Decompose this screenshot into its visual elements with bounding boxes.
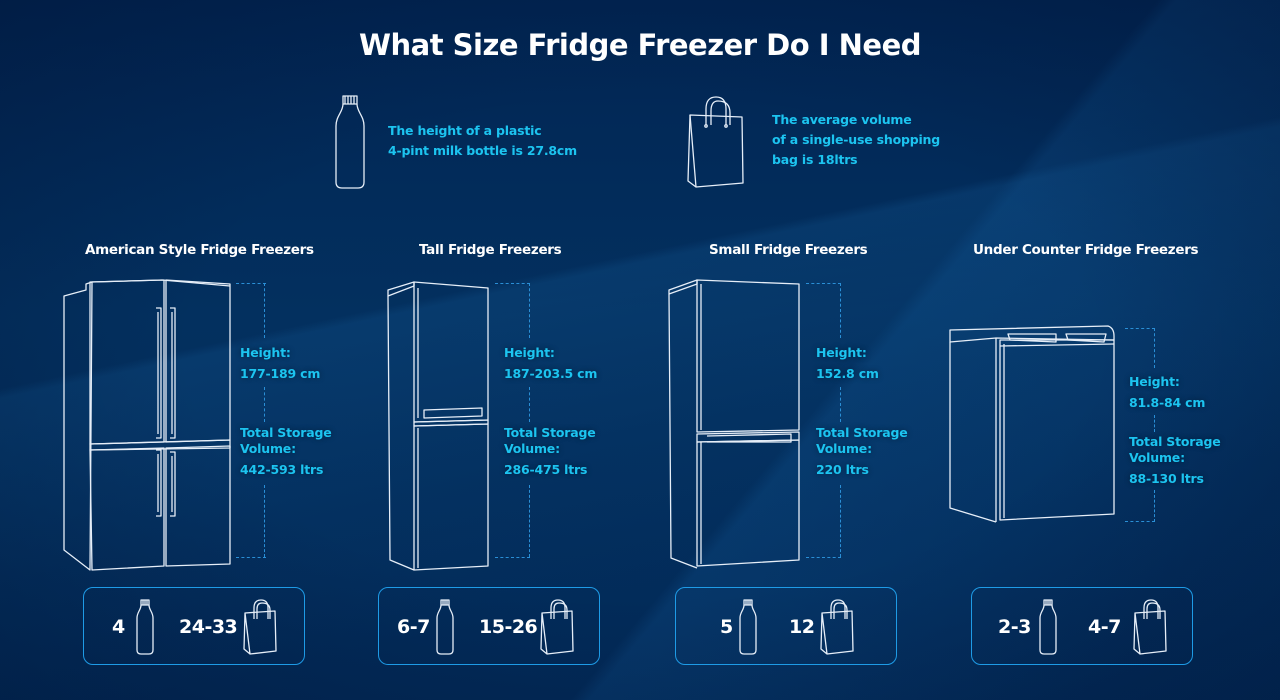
storage-value: 442-593 ltrs xyxy=(240,462,324,477)
category-title-american: American Style Fridge Freezers xyxy=(85,242,314,258)
height-dimension-line-middle xyxy=(1154,415,1155,432)
bag-reference-line-3: bag is 18ltrs xyxy=(772,152,858,167)
shopping-bag-icon xyxy=(1132,599,1168,655)
bag-count: 12 xyxy=(789,616,815,638)
page-title: What Size Fridge Freezer Do I Need xyxy=(359,28,922,62)
reference-bottle: The height of a plastic 4-pint milk bott… xyxy=(333,94,577,190)
height-dimension-line-upper xyxy=(264,283,265,338)
shopping-bag-icon xyxy=(539,599,575,655)
height-value: 81.8-84 cm xyxy=(1129,395,1206,410)
milk-bottle-icon xyxy=(436,599,454,655)
under-counter-storage: Total Storage Volume: 88-130 ltrs xyxy=(1129,434,1221,487)
storage-label-2: Volume: xyxy=(1129,450,1185,465)
height-dimension-line-middle xyxy=(840,387,841,422)
storage-label-2: Volume: xyxy=(504,441,560,456)
height-dimension-line-upper xyxy=(1154,328,1155,368)
height-value: 177-189 cm xyxy=(240,366,321,381)
height-dimension-bottom xyxy=(806,557,841,558)
storage-value: 286-475 ltrs xyxy=(504,462,588,477)
storage-value: 88-130 ltrs xyxy=(1129,471,1204,486)
bag-reference-line-1: The average volume xyxy=(772,112,912,127)
height-value: 187-203.5 cm xyxy=(504,366,598,381)
milk-bottle-icon xyxy=(136,599,154,655)
height-dimension-top xyxy=(495,283,530,284)
height-dimension-line-lower xyxy=(529,485,530,557)
category-title-under-counter: Under Counter Fridge Freezers xyxy=(973,242,1199,258)
reference-bag: The average volume of a single-use shopp… xyxy=(686,95,940,189)
storage-label-1: Total Storage xyxy=(816,425,908,440)
milk-bottle-icon xyxy=(1039,599,1057,655)
bottle-reference-line-2: 4-pint milk bottle is 27.8cm xyxy=(388,143,577,158)
tall-storage: Total Storage Volume: 286-475 ltrs xyxy=(504,425,596,478)
bottle-count: 6-7 xyxy=(397,616,430,638)
height-dimension-bottom xyxy=(1125,521,1155,522)
storage-label-2: Volume: xyxy=(816,441,872,456)
bottle-count: 5 xyxy=(720,616,733,638)
category-title-tall: Tall Fridge Freezers xyxy=(419,242,562,258)
height-dimension-bottom xyxy=(495,557,530,558)
height-label: Height: xyxy=(240,345,291,360)
small-fridge-freezer-illustration xyxy=(667,276,803,571)
height-label: Height: xyxy=(1129,374,1180,389)
height-dimension-line-lower xyxy=(1154,490,1155,522)
height-value: 152.8 cm xyxy=(816,366,879,381)
height-label: Height: xyxy=(504,345,555,360)
height-dimension-line-upper xyxy=(840,283,841,338)
storage-label-1: Total Storage xyxy=(240,425,332,440)
shopping-bag-icon xyxy=(686,95,750,189)
bag-count: 24-33 xyxy=(179,616,238,638)
milk-bottle-icon xyxy=(333,94,367,190)
under-counter-equivalents-box: 2-3 4-7 xyxy=(971,587,1193,665)
tall-height: Height: 187-203.5 cm xyxy=(504,345,597,382)
shopping-bag-icon xyxy=(242,599,278,655)
american-storage: Total Storage Volume: 442-593 ltrs xyxy=(240,425,332,478)
under-counter-fridge-freezer-illustration xyxy=(948,324,1118,528)
bottle-reference-line-1: The height of a plastic xyxy=(388,123,542,138)
height-dimension-line-middle xyxy=(529,387,530,422)
height-dimension-bottom xyxy=(236,557,266,558)
american-fridge-freezer-illustration xyxy=(62,278,234,573)
american-equivalents-box: 4 24-33 xyxy=(83,587,305,665)
small-storage: Total Storage Volume: 220 ltrs xyxy=(816,425,908,478)
height-dimension-top xyxy=(1125,328,1155,329)
small-height: Height: 152.8 cm xyxy=(816,345,879,382)
milk-bottle-icon xyxy=(739,599,757,655)
category-title-small: Small Fridge Freezers xyxy=(709,242,868,258)
american-height: Height: 177-189 cm xyxy=(240,345,320,382)
small-equivalents-box: 5 12 xyxy=(675,587,897,665)
storage-label-1: Total Storage xyxy=(504,425,596,440)
height-dimension-line-upper xyxy=(529,283,530,338)
bag-count: 4-7 xyxy=(1088,616,1121,638)
height-dimension-line-middle xyxy=(264,387,265,422)
height-dimension-top xyxy=(806,283,841,284)
bottle-count: 4 xyxy=(112,616,125,638)
bag-count: 15-26 xyxy=(479,616,538,638)
storage-label-1: Total Storage xyxy=(1129,434,1221,449)
storage-value: 220 ltrs xyxy=(816,462,869,477)
height-dimension-line-lower xyxy=(264,485,265,557)
under-counter-height: Height: 81.8-84 cm xyxy=(1129,374,1205,411)
bag-reference-line-2: of a single-use shopping xyxy=(772,132,941,147)
storage-label-2: Volume: xyxy=(240,441,296,456)
height-dimension-top xyxy=(236,283,266,284)
height-dimension-line-lower xyxy=(840,485,841,557)
height-label: Height: xyxy=(816,345,867,360)
bottle-count: 2-3 xyxy=(998,616,1031,638)
shopping-bag-icon xyxy=(819,599,855,655)
tall-fridge-freezer-illustration xyxy=(386,278,490,573)
tall-equivalents-box: 6-7 15-26 xyxy=(378,587,600,665)
